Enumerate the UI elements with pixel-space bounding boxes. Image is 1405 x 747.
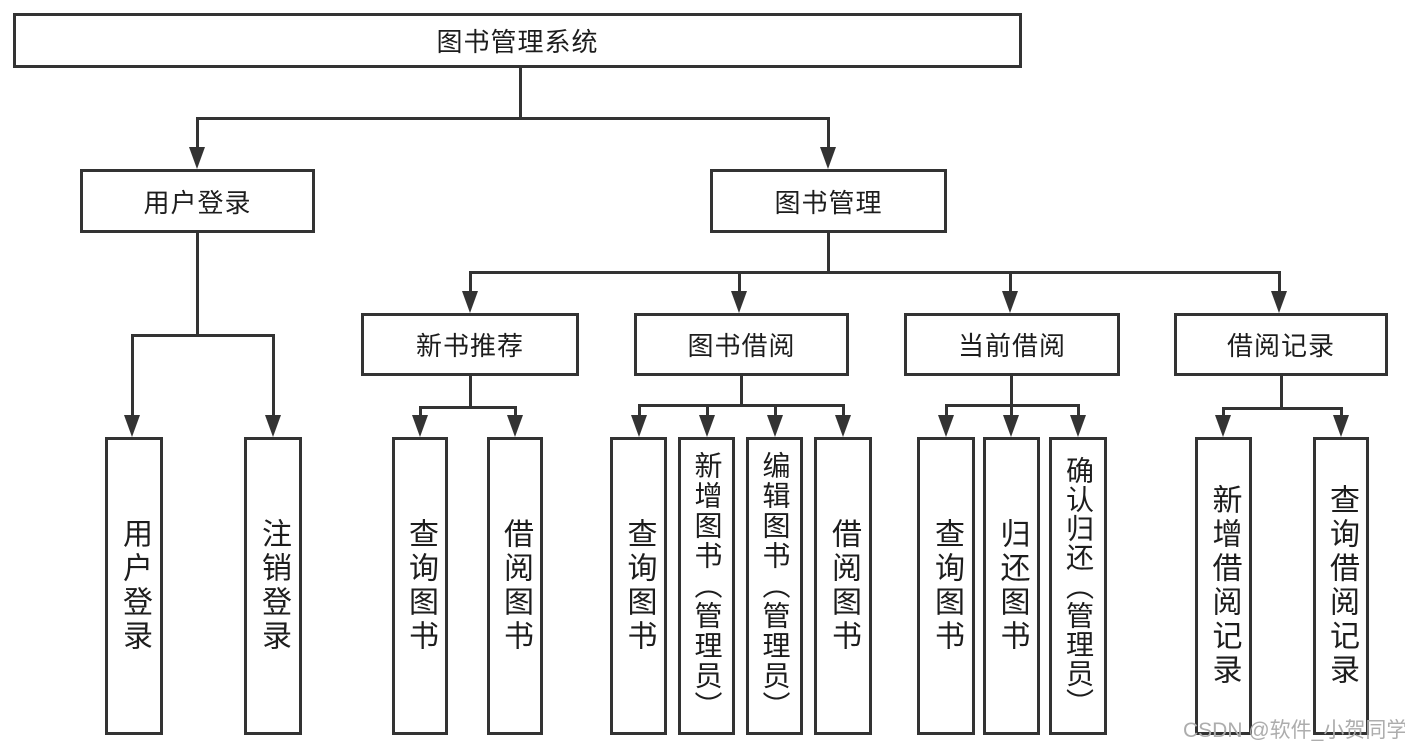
leaf-user-login-label: 用户登录 — [118, 518, 151, 654]
connector-line — [945, 404, 948, 417]
node-book-management-label: 图书管理 — [774, 187, 883, 218]
connector-line — [197, 117, 830, 120]
connector-line — [469, 271, 472, 293]
arrowhead — [820, 147, 836, 169]
arrowhead — [412, 415, 428, 437]
node-current-borrow-label: 当前借阅 — [957, 331, 1066, 361]
leaf-edit-books-admin-label: 编辑图书（管理员） — [759, 451, 791, 721]
connector-line — [638, 404, 845, 407]
arrowhead — [631, 415, 647, 437]
leaf-add-books-admin-label: 新增图书（管理员） — [691, 451, 723, 721]
arrowhead — [1070, 415, 1086, 437]
connector-line — [519, 68, 522, 118]
leaf-add-borrow-record-label: 新增借阅记录 — [1207, 484, 1241, 688]
connector-line — [774, 404, 777, 417]
connector-line — [132, 334, 275, 337]
connector-line — [514, 406, 517, 417]
leaf-query-books-3-label: 查询图书 — [930, 518, 963, 654]
node-new-book-recommend-label: 新书推荐 — [415, 331, 524, 361]
leaf-borrow-books-2-label: 借阅图书 — [827, 518, 860, 654]
connector-line — [842, 404, 845, 417]
leaf-add-borrow-record: 新增借阅记录 — [1195, 437, 1252, 735]
node-root: 图书管理系统 — [13, 13, 1022, 68]
arrowhead — [1271, 291, 1287, 313]
connector-line — [1010, 376, 1013, 406]
arrowhead — [1215, 415, 1231, 437]
leaf-logout-label: 注销登录 — [257, 518, 290, 654]
arrowhead — [938, 415, 954, 437]
arrowhead — [699, 415, 715, 437]
arrowhead — [462, 291, 478, 313]
leaf-borrow-books-1-label: 借阅图书 — [499, 518, 532, 654]
leaf-query-books-2-label: 查询图书 — [622, 518, 656, 654]
watermark: CSDN @软件_小贺同学 — [1183, 719, 1405, 742]
connector-line — [272, 334, 275, 417]
arrowhead — [1333, 415, 1349, 437]
connector-line — [469, 271, 1281, 274]
connector-line — [131, 334, 134, 417]
connector-line — [196, 233, 199, 336]
leaf-add-books-admin: 新增图书（管理员） — [678, 437, 735, 735]
arrowhead — [189, 147, 205, 169]
connector-line — [827, 233, 830, 274]
leaf-confirm-return-admin-label: 确认归还（管理员） — [1063, 455, 1094, 717]
leaf-user-login: 用户登录 — [105, 437, 163, 735]
arrowhead — [767, 415, 783, 437]
leaf-query-borrow-record: 查询借阅记录 — [1313, 437, 1369, 735]
node-borrow-records-label: 借阅记录 — [1226, 331, 1335, 361]
connector-line — [1280, 376, 1283, 409]
arrowhead — [1003, 415, 1019, 437]
node-root-label: 图书管理系统 — [436, 27, 599, 57]
connector-line — [469, 376, 472, 408]
node-book-borrow: 图书借阅 — [634, 313, 849, 376]
connector-line — [827, 117, 830, 150]
leaf-borrow-books-1: 借阅图书 — [487, 437, 543, 735]
node-borrow-records: 借阅记录 — [1174, 313, 1388, 376]
node-book-borrow-label: 图书借阅 — [687, 331, 796, 361]
connector-line — [638, 404, 641, 417]
leaf-borrow-books-2: 借阅图书 — [814, 437, 872, 735]
connector-line — [1222, 407, 1343, 410]
leaf-query-books-1: 查询图书 — [392, 437, 448, 735]
connector-line — [196, 117, 199, 150]
arrowhead — [835, 415, 851, 437]
connector-line — [419, 406, 422, 417]
connector-line — [740, 376, 743, 406]
leaf-logout: 注销登录 — [244, 437, 302, 735]
arrowhead — [1002, 291, 1018, 313]
connector-line — [1340, 407, 1343, 417]
node-book-management: 图书管理 — [710, 169, 947, 233]
node-current-borrow: 当前借阅 — [904, 313, 1120, 376]
connector-line — [1077, 404, 1080, 417]
connector-line — [419, 406, 517, 409]
leaf-return-books-label: 归还图书 — [995, 518, 1029, 654]
arrowhead — [731, 291, 747, 313]
connector-line — [1010, 404, 1013, 417]
leaf-edit-books-admin: 编辑图书（管理员） — [746, 437, 803, 735]
leaf-confirm-return-admin: 确认归还（管理员） — [1049, 437, 1107, 735]
connector-line — [738, 271, 741, 293]
leaf-query-books-2: 查询图书 — [610, 437, 667, 735]
arrowhead — [124, 415, 140, 437]
node-user-login: 用户登录 — [80, 169, 315, 233]
leaf-query-books-3: 查询图书 — [917, 437, 975, 735]
leaf-query-books-1-label: 查询图书 — [404, 518, 437, 654]
arrowhead — [265, 415, 281, 437]
connector-line — [1009, 271, 1012, 293]
arrowhead — [507, 415, 523, 437]
node-user-login-label: 用户登录 — [143, 187, 252, 218]
node-new-book-recommend: 新书推荐 — [361, 313, 579, 376]
leaf-return-books: 归还图书 — [983, 437, 1040, 735]
connector-line — [1278, 271, 1281, 293]
leaf-query-borrow-record-label: 查询借阅记录 — [1325, 484, 1358, 688]
connector-line — [1222, 407, 1225, 417]
connector-line — [706, 404, 709, 417]
